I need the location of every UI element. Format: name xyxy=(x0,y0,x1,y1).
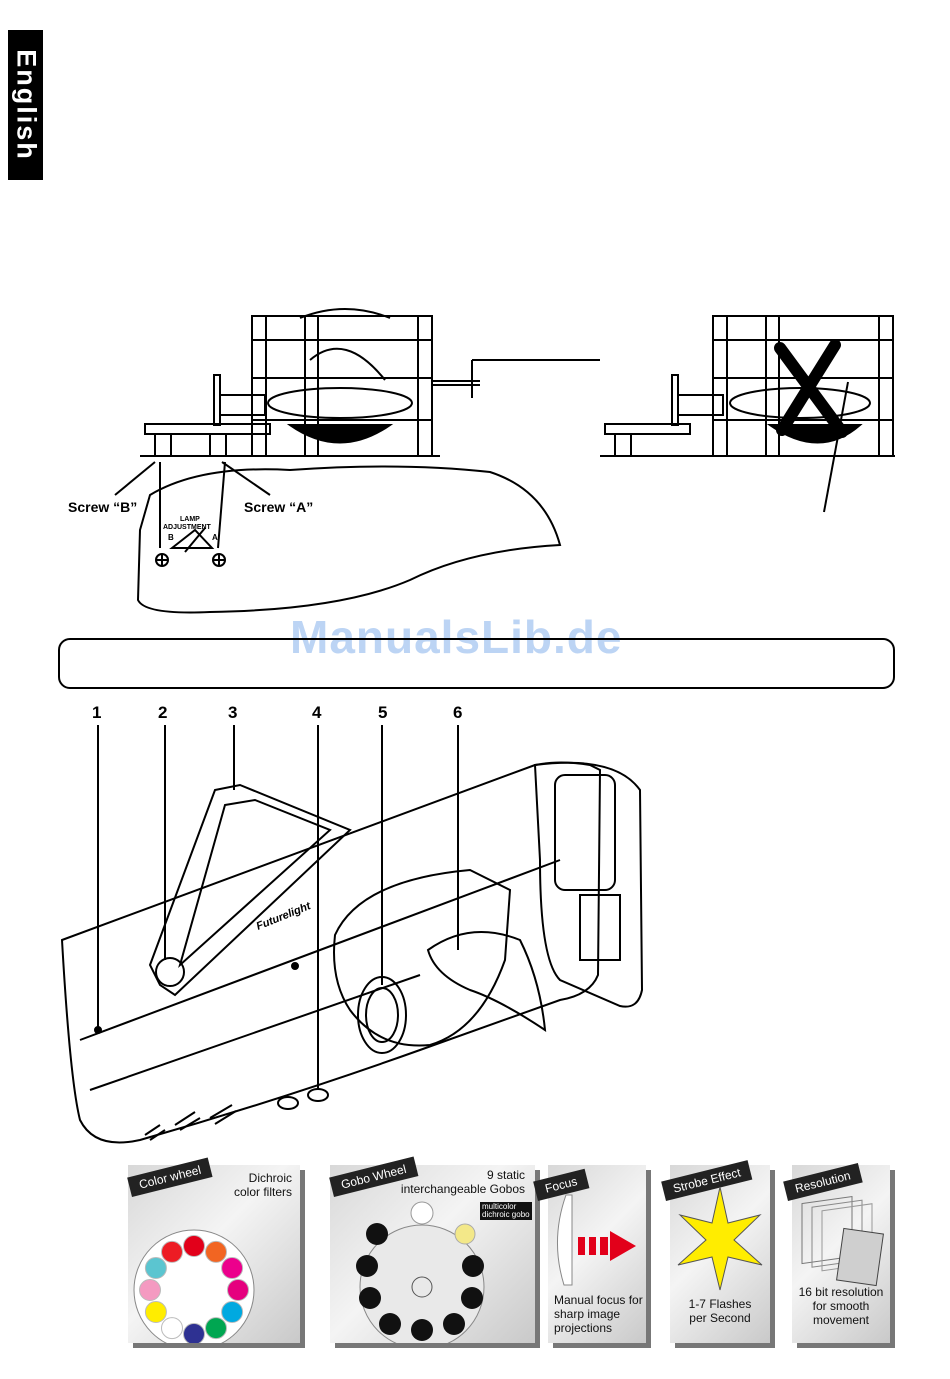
feature-note-multicolor: multicolor dichroic gobo xyxy=(480,1202,532,1220)
screw-a-label: Screw “A” xyxy=(244,499,313,515)
feature-text-strobe: 1-7 Flashes per Second xyxy=(688,1297,752,1325)
color-filter-12 xyxy=(161,1240,183,1263)
language-tab: English xyxy=(8,30,43,180)
color-filter-8 xyxy=(161,1317,183,1340)
feature-strobe: Strobe Effect 1-7 Flashes per Second xyxy=(661,1160,770,1343)
strobe-star-icon xyxy=(677,1186,763,1291)
color-filter-3 xyxy=(221,1257,244,1279)
color-filter-2 xyxy=(205,1240,227,1263)
callout-number-6: 6 xyxy=(453,703,463,722)
axis-b-label: B xyxy=(168,533,174,542)
feature-text-focus: Manual focus for sharp image projections xyxy=(554,1293,643,1335)
feature-gobo-wheel: Gobo Wheel 9 static interchangeable Gobo… xyxy=(329,1156,535,1343)
callout-number-2: 2 xyxy=(158,703,168,722)
lamp-adjustment-diagram: Screw “B” Screw “A” LAMP ADJUSTMENT B A xyxy=(68,308,895,614)
feature-text-resolution: 16 bit resolution for smooth movement xyxy=(798,1285,884,1327)
axis-a-label: A xyxy=(212,533,218,542)
screw-b-label: Screw “B” xyxy=(68,499,137,515)
focus-arrow-icon xyxy=(557,1194,636,1286)
color-filter-9 xyxy=(144,1301,167,1323)
callout-number-4: 4 xyxy=(312,703,322,722)
color-filter-10 xyxy=(139,1279,161,1301)
color-filter-4 xyxy=(227,1279,249,1301)
resolution-cube-icon xyxy=(801,1195,884,1287)
device-brand: Futurelight xyxy=(255,900,314,933)
color-filter-7 xyxy=(183,1323,205,1343)
lamp-adjustment-line-2: ADJUSTMENT xyxy=(163,524,212,531)
feature-color-wheel: Color wheel Dichroic color filters xyxy=(127,1157,300,1343)
color-filter-11 xyxy=(144,1257,167,1279)
lamp-adjustment-label: LAMP ADJUSTMENT xyxy=(163,516,212,531)
notice-box xyxy=(58,638,895,689)
gobo-wheel-icon xyxy=(356,1201,485,1343)
color-wheel-filters xyxy=(139,1235,249,1343)
watermark: ManualsLib.de xyxy=(290,611,623,663)
color-filter-1 xyxy=(183,1235,205,1257)
device-illustration: Futurelight xyxy=(60,725,644,1144)
callout-number-1: 1 xyxy=(92,703,102,722)
color-filter-6 xyxy=(205,1317,227,1340)
feature-resolution: Resolution 16 bit resolution for smooth … xyxy=(783,1163,890,1343)
callout-number-3: 3 xyxy=(228,703,238,722)
lamp-adjustment-line-1: LAMP xyxy=(180,516,200,523)
feature-text-gobo-wheel: 9 static interchangeable Gobos xyxy=(400,1168,525,1196)
callout-number-5: 5 xyxy=(378,703,388,722)
color-filter-5 xyxy=(221,1301,244,1323)
feature-text-color-wheel: Dichroic color filters xyxy=(233,1171,292,1199)
feature-focus: Focus Manual focus for sharp image proje… xyxy=(533,1165,646,1343)
